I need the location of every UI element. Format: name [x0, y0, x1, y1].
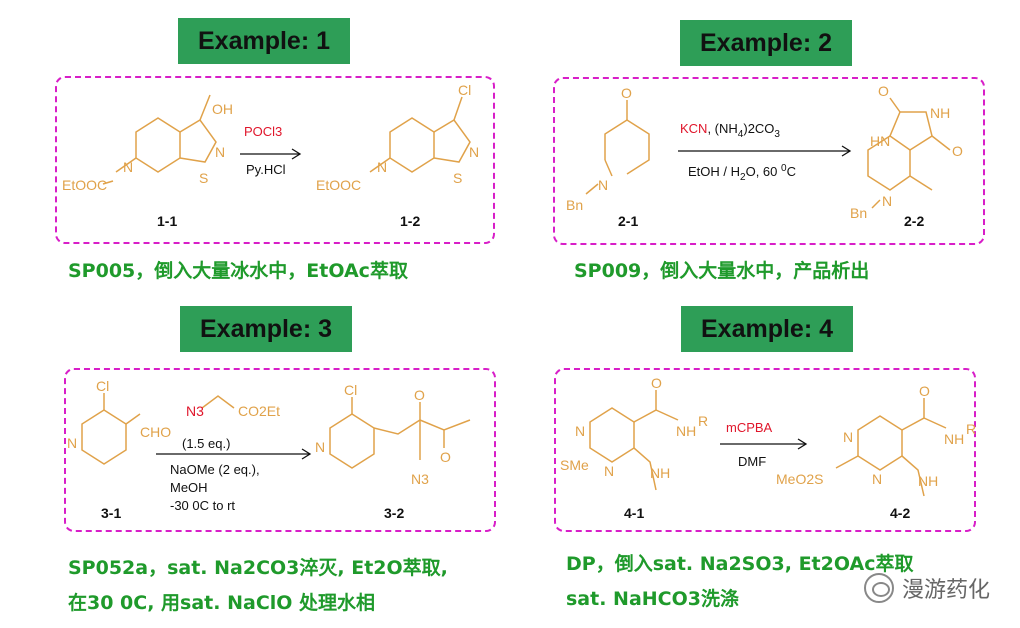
nh-group: NH [930, 105, 950, 121]
structure-1-2 [369, 96, 471, 173]
n-atom: N [872, 471, 882, 487]
reagent-top: POCl3 [244, 124, 282, 139]
example-3-caption-line-1: SP052a，sat. Na2CO3淬灭, Et2O萃取, [68, 557, 448, 579]
oh-atom: OH [212, 101, 233, 117]
compound-label-4-1: 4-1 [624, 505, 644, 521]
reagent-bottom-1: NaOMe (2 eq.), [170, 462, 260, 477]
hn-group: HN [870, 133, 890, 149]
etooc-group: EtOOC [62, 177, 107, 193]
meo2s-group: MeO2S [776, 471, 823, 487]
cl-atom: Cl [96, 378, 109, 394]
compound-label-3-2: 3-2 [384, 505, 404, 521]
azidoacetate-reagent [201, 395, 235, 409]
structure-1-1 [102, 94, 217, 185]
reagent-bottom-2: MeOH [170, 480, 208, 495]
o-atom: O [440, 449, 451, 465]
cho-group: CHO [140, 424, 171, 440]
bn-group: Bn [566, 197, 583, 213]
nh-group: NH [650, 465, 670, 481]
watermark: 漫游药化 [863, 572, 990, 604]
co2et-group: CO2Et [238, 403, 280, 419]
wechat-icon [863, 573, 894, 603]
s-atom: S [199, 170, 208, 186]
structure-2-2 [867, 97, 951, 209]
structure-2-1 [585, 100, 650, 195]
n-atom: N [843, 429, 853, 445]
nh-group: NH [676, 423, 696, 439]
n-atom: N [604, 463, 614, 479]
n-atom: N [315, 439, 325, 455]
example-1-caption: SP005，倒入大量冰水中，EtOAc萃取 [68, 260, 408, 282]
n-atom: N [575, 423, 585, 439]
example-2-header: Example: 2 [680, 20, 852, 66]
example-3-caption-line-2: 在30 0C, 用sat. NaClO 处理水相 [68, 592, 376, 614]
example-3-frame [64, 368, 496, 532]
structure-4-1 [589, 390, 679, 491]
bn-group: Bn [850, 205, 867, 221]
n-atom: N [67, 435, 77, 451]
compound-label-1-1: 1-1 [157, 213, 177, 229]
example-4-frame [554, 368, 976, 532]
compound-label-2-1: 2-1 [618, 213, 638, 229]
reagent-bottom: Py.HCl [246, 162, 286, 177]
example-4-header: Example: 4 [681, 306, 853, 352]
o-atom: O [414, 387, 425, 403]
reagent-bottom: DMF [738, 454, 766, 469]
reagent-bottom-3: -30 0C to rt [170, 498, 235, 513]
example-4-caption-line-2: sat. NaHCO3洗涤 [566, 588, 739, 610]
o-atom: O [919, 383, 930, 399]
o-atom: O [621, 85, 632, 101]
structure-4-2 [835, 398, 947, 497]
o-atom: O [952, 143, 963, 159]
o-atom: O [878, 83, 889, 99]
n-atom: N [123, 159, 133, 175]
compound-label-2-2: 2-2 [904, 213, 924, 229]
compound-label-1-2: 1-2 [400, 213, 420, 229]
cl-atom: Cl [458, 82, 471, 98]
example-1-frame [55, 76, 495, 244]
example-2-caption: SP009，倒入大量水中，产品析出 [574, 260, 870, 282]
reagent-top: (1.5 eq.) [182, 436, 230, 451]
etooc-group: EtOOC [316, 177, 361, 193]
sme-group: SMe [560, 457, 589, 473]
s-atom: S [453, 170, 462, 186]
n-atom: N [377, 159, 387, 175]
nh-group: NH [918, 473, 938, 489]
n-atom: N [215, 144, 225, 160]
example-2-frame [553, 77, 985, 245]
kcn-reagent: KCN [680, 121, 707, 136]
watermark-text: 漫游药化 [901, 578, 990, 603]
n3-group: N3 [411, 471, 429, 487]
compound-label-3-1: 3-1 [101, 505, 121, 521]
nh-group: NH [944, 431, 964, 447]
n-atom: N [598, 177, 608, 193]
r-group: R [698, 413, 708, 429]
r-group: R [966, 421, 976, 437]
reagent-top: KCN, (NH4)2CO3 [680, 121, 780, 140]
structure-3-1 [81, 393, 141, 465]
example-3-header: Example: 3 [180, 306, 352, 352]
n-atom: N [469, 144, 479, 160]
compound-label-4-2: 4-2 [890, 505, 910, 521]
structure-3-2 [329, 397, 471, 469]
o-atom: O [651, 375, 662, 391]
n3-group: N3 [186, 403, 204, 419]
cl-atom: Cl [344, 382, 357, 398]
reagent-bottom: EtOH / H2O, 60 0C [688, 163, 796, 183]
example-4-caption-line-1: DP，倒入sat. Na2SO3, Et2OAc萃取 [566, 553, 914, 575]
example-1-header: Example: 1 [178, 18, 350, 64]
reagent-top: mCPBA [726, 420, 773, 435]
n-atom: N [882, 193, 892, 209]
